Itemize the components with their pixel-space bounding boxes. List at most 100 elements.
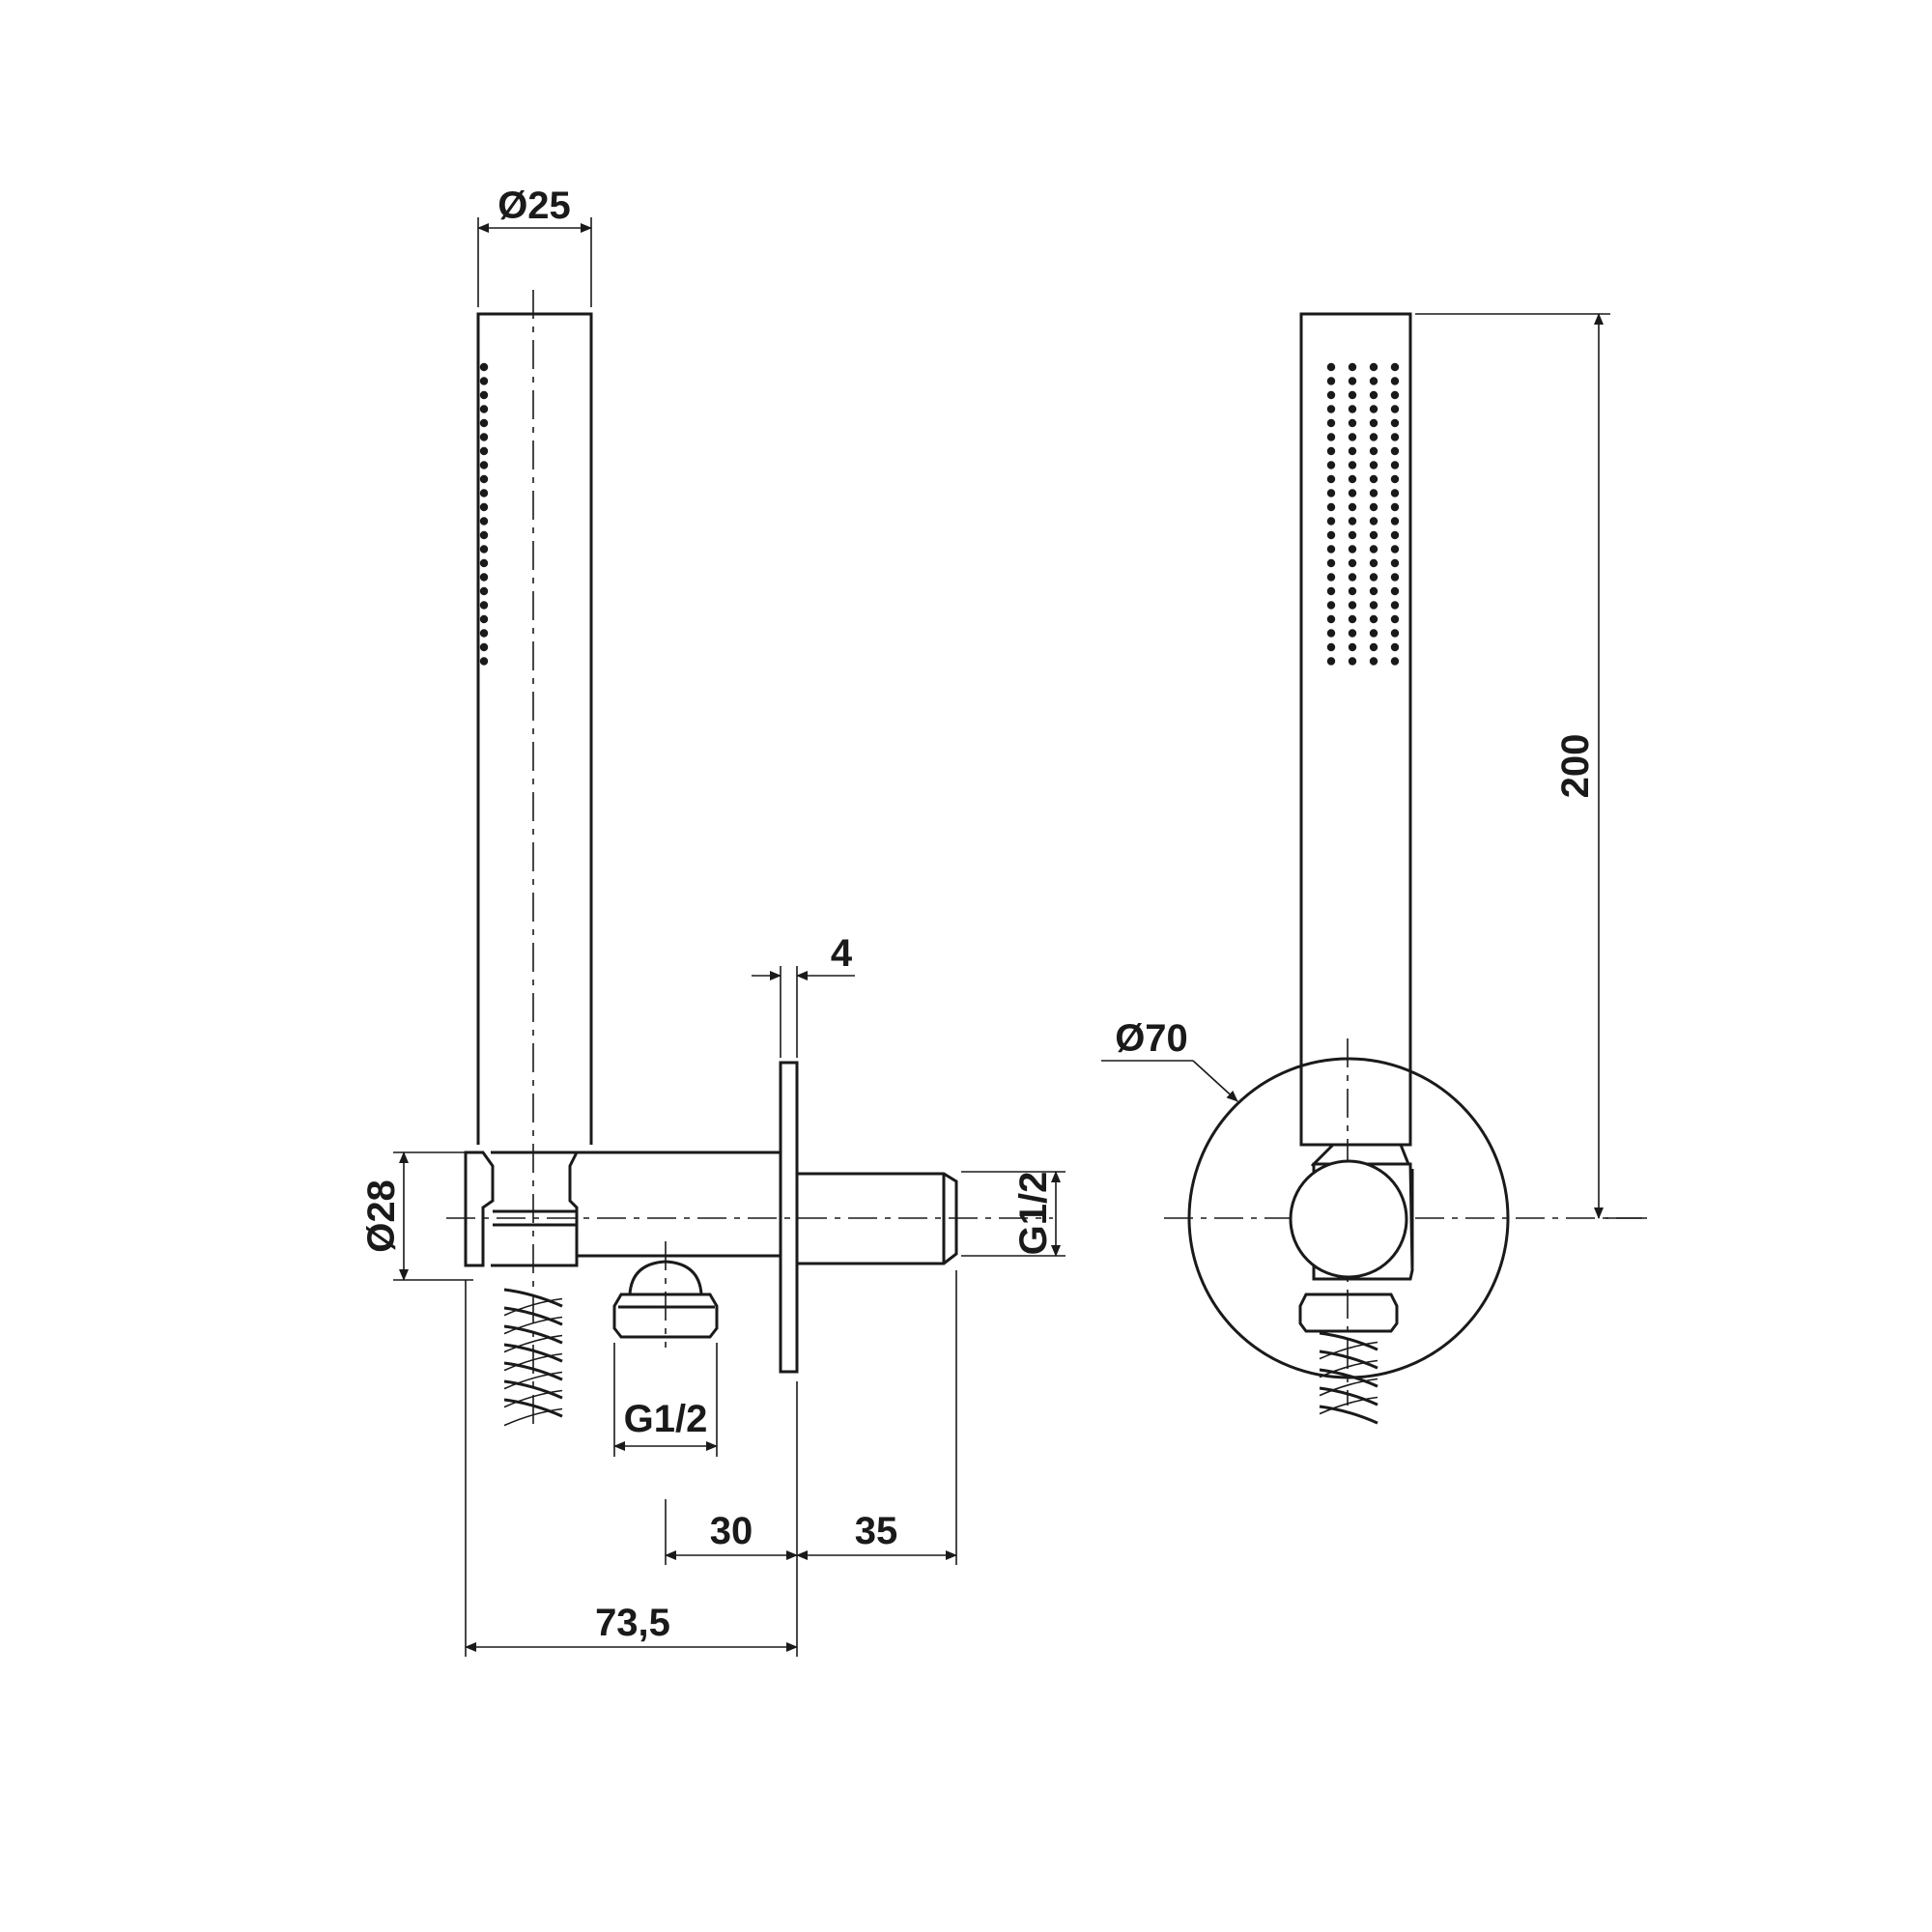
hose-coil xyxy=(1319,1331,1378,1425)
nozzle-dot xyxy=(479,614,489,624)
nozzle-dot xyxy=(1369,390,1378,400)
nozzle-dot xyxy=(1390,657,1400,666)
nozzle-dot xyxy=(1390,558,1400,568)
dim-inlet-thread: G1/2 xyxy=(624,1398,708,1440)
nozzle-dot xyxy=(1348,586,1357,596)
dim-holder-diameter: Ø28 xyxy=(360,1179,403,1253)
front-spray-nozzles xyxy=(1326,362,1400,666)
nozzle-dot xyxy=(1326,433,1336,441)
holder-body xyxy=(464,1151,495,1267)
nozzle-dot xyxy=(1348,502,1357,512)
wall-flange xyxy=(779,1061,799,1374)
nozzle-dot xyxy=(1369,530,1378,540)
hand-shower-handle xyxy=(476,312,593,1145)
nozzle-dot xyxy=(1326,390,1336,400)
nozzle-dot xyxy=(1390,362,1400,372)
nozzle-dot xyxy=(1348,558,1357,568)
nozzle-dot xyxy=(1348,629,1357,638)
inlet-dome xyxy=(628,1260,703,1295)
nozzle-dot xyxy=(479,446,489,456)
dim-handle-diameter: Ø25 xyxy=(497,185,571,227)
nozzle-dot xyxy=(1390,474,1400,484)
nozzle-dot xyxy=(479,657,489,666)
nozzle-dot xyxy=(1326,573,1336,582)
nozzle-dot xyxy=(479,390,489,400)
nozzle-dot xyxy=(1348,601,1357,610)
inlet-nut xyxy=(612,1293,719,1339)
nozzle-dot xyxy=(479,629,489,638)
dim-handle-height: 200 xyxy=(1554,734,1597,799)
nozzle-dot xyxy=(1390,642,1400,652)
nozzle-dot xyxy=(1390,502,1400,512)
nozzle-dot xyxy=(1348,474,1357,484)
nozzle-dot xyxy=(1348,362,1357,372)
nozzle-dot xyxy=(479,461,489,469)
nozzle-dot xyxy=(1348,377,1357,385)
nozzle-dot xyxy=(1369,642,1378,652)
nozzle-dot xyxy=(1369,502,1378,512)
nozzle-dot xyxy=(1348,461,1357,469)
nozzle-dot xyxy=(479,601,489,610)
side-view xyxy=(446,290,1053,1430)
nozzle-dot xyxy=(1390,601,1400,610)
nozzle-dot xyxy=(1369,629,1378,638)
hose-coil-back xyxy=(1319,1341,1378,1415)
dim-outlet-thread: G1/2 xyxy=(1012,1172,1055,1256)
side-spray-nozzles xyxy=(479,362,489,666)
nozzle-dot xyxy=(1390,629,1400,638)
nozzle-dot xyxy=(479,545,489,554)
nozzle-dot xyxy=(1390,545,1400,554)
nozzle-dot xyxy=(1348,405,1357,413)
nozzle-dot xyxy=(1326,517,1336,526)
nozzle-dot xyxy=(1326,601,1336,610)
nozzle-dot xyxy=(1369,461,1378,469)
hose-spiral xyxy=(503,1288,563,1427)
nozzle-dot xyxy=(1326,377,1336,385)
nozzle-dot xyxy=(1390,586,1400,596)
nozzle-dot xyxy=(1369,545,1378,554)
nozzle-dot xyxy=(1390,446,1400,456)
nozzle-dot xyxy=(1326,502,1336,512)
nozzle-dot xyxy=(1369,474,1378,484)
nozzle-dot xyxy=(1348,446,1357,456)
dim-outlet-length: 35 xyxy=(855,1510,898,1552)
nozzle-dot xyxy=(1326,614,1336,624)
nozzle-dot xyxy=(1390,433,1400,441)
nozzle-dot xyxy=(1390,377,1400,385)
nozzle-dot xyxy=(1326,489,1336,497)
nozzle-dot xyxy=(1390,405,1400,413)
nozzle-dot xyxy=(479,474,489,484)
nozzle-dot xyxy=(1369,573,1378,582)
nozzle-dot xyxy=(1369,433,1378,441)
front-hose-nut xyxy=(1298,1293,1399,1333)
outlet-pipe xyxy=(797,1172,958,1265)
nozzle-dot xyxy=(1348,614,1357,624)
nozzle-dot xyxy=(479,433,489,441)
nozzle-dot xyxy=(1390,489,1400,497)
nozzle-dot xyxy=(1348,517,1357,526)
front-holder-knob xyxy=(1289,1159,1408,1279)
wall-plate xyxy=(1187,1057,1510,1379)
nozzle-dot xyxy=(1326,642,1336,652)
nozzle-dot xyxy=(1348,489,1357,497)
nozzle-dot xyxy=(1348,418,1357,428)
dim-flange-thickness: 4 xyxy=(831,932,853,975)
dim-total-depth: 73,5 xyxy=(595,1602,670,1644)
nozzle-dot xyxy=(1326,405,1336,413)
nozzle-dot xyxy=(479,586,489,596)
nozzle-dot xyxy=(479,502,489,512)
connection-arm xyxy=(577,1151,782,1258)
nozzle-dot xyxy=(479,530,489,540)
nozzle-dot xyxy=(479,362,489,372)
nozzle-dot xyxy=(479,558,489,568)
nozzle-dot xyxy=(479,517,489,526)
nozzle-dot xyxy=(1326,362,1336,372)
nozzle-dot xyxy=(1390,461,1400,469)
nozzle-dot xyxy=(479,377,489,385)
nozzle-dot xyxy=(1326,418,1336,428)
front-hose-spiral xyxy=(1319,1331,1378,1425)
nozzle-dot xyxy=(1369,657,1378,666)
nozzle-dot xyxy=(1390,517,1400,526)
nozzle-dot xyxy=(1326,474,1336,484)
